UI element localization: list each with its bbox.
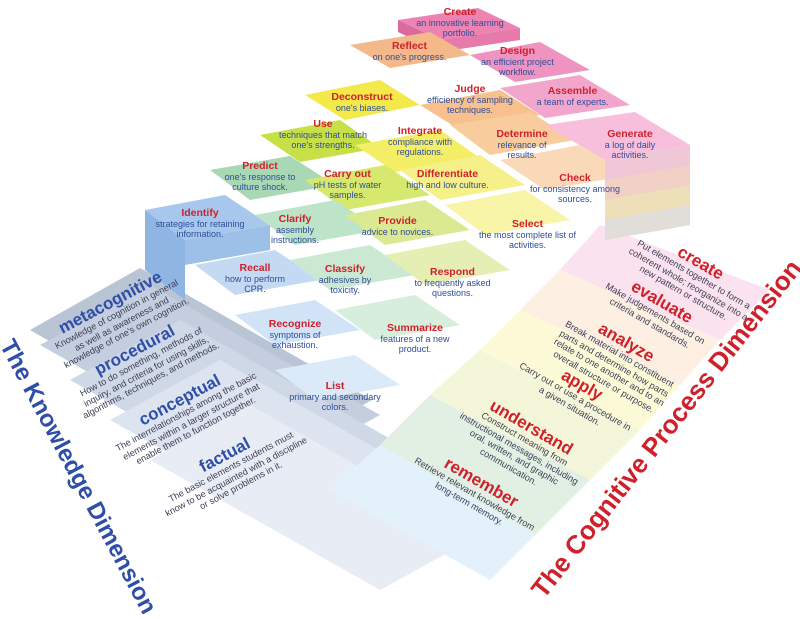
block-verb: Differentiate [416,168,479,180]
block-verb: Generate [607,128,653,140]
block-verb: Classify [324,263,366,275]
block-verb: Reflect [391,40,427,52]
create-panel [560,225,770,340]
block-predict: Predict one's response to culture shock. [210,160,310,193]
block-determine: Determine relevance of results. [482,128,562,161]
block-object: adhesives by toxicity. [318,275,372,296]
block-object: an efficient project workflow. [481,57,554,78]
block-verb: Recall [239,262,271,274]
block-differentiate: Differentiate high and low culture. [405,168,490,190]
block-verb: Create [443,6,477,18]
block-reflect: Reflect on one's progress. [372,40,447,62]
block-object: an innovative learning portfolio. [416,18,504,39]
block-verb: Deconstruct [331,91,393,103]
block-object: symptoms of exhaustion. [269,330,321,351]
block-verb: Identify [181,207,219,219]
block-verb: Check [559,172,591,184]
block-object: advice to novices. [361,227,434,238]
block-integrate: Integrate compliance with regulations. [380,125,460,158]
block-provide: Provide advice to novices. [360,215,435,237]
block-object: a team of experts. [536,97,609,108]
block-object: for consistency among sources. [529,184,621,205]
block-object: on one's progress. [372,52,447,63]
block-verb: Determine [496,128,548,140]
block-design: Design an efficient project workflow. [470,45,565,78]
block-object: compliance with regulations. [387,137,453,158]
block-verb: Provide [378,215,417,227]
block-verb: Integrate [397,125,443,137]
block-object: primary and secondary colors. [289,392,381,413]
block-object: assembly instructions. [270,225,320,246]
block-classify: Classify adhesives by toxicity. [305,263,385,296]
block-object: efficiency of sampling techniques. [427,95,513,116]
block-verb: Use [313,118,333,130]
evaluate-panel [520,270,720,385]
block-verb: Design [499,45,535,57]
block-object: to frequently asked questions. [414,278,491,299]
block-verb: Judge [454,83,486,95]
block-verb: Select [512,218,543,230]
block-select: Select the most complete list of activit… [470,218,585,251]
block-verb: Summarize [386,322,444,334]
block-recall: Recall how to perform CPR. [215,262,295,295]
block-carry-out: Carry out pH tests of water samples. [305,168,390,201]
block-create: Create an innovative learning portfolio. [405,6,515,39]
block-identify: Identify strategies for retaining inform… [150,207,250,240]
block-summarize: Summarize features of a new product. [365,322,465,355]
block-object: the most complete list of activities. [478,230,577,251]
apply-panel [430,350,640,480]
block-respond: Respond to frequently asked questions. [400,266,505,299]
taxonomy-diagram-graphic [30,8,770,590]
block-verb: List [325,380,345,392]
block-object: pH tests of water samples. [313,180,382,201]
block-object: how to perform CPR. [224,274,286,295]
remember-panel [330,445,535,580]
block-check: Check for consistency among sources. [520,172,630,205]
analyze-panel [480,310,680,430]
block-list: List primary and secondary colors. [280,380,390,413]
block-object: one's response to culture shock. [224,172,296,193]
block-verb: Predict [242,160,278,172]
block-verb: Respond [430,266,475,278]
block-verb: Carry out [324,168,371,180]
block-use: Use techniques that match one's strength… [268,118,378,151]
block-verb: Recognize [268,318,322,330]
block-object: one's biases. [335,103,389,114]
block-judge: Judge efficiency of sampling techniques. [420,83,520,116]
block-object: features of a new product. [380,334,450,355]
block-assemble: Assemble a team of experts. [535,85,610,107]
block-verb: Clarify [278,213,312,225]
block-generate: Generate a log of daily activities. [590,128,670,161]
block-object: techniques that match one's strengths. [278,130,368,151]
block-object: a log of daily activities. [604,140,656,161]
understand-panel [380,395,590,535]
block-recognize: Recognize symptoms of exhaustion. [255,318,335,351]
block-deconstruct: Deconstruct one's biases. [322,91,402,113]
block-verb: Assemble [547,85,598,97]
block-object: strategies for retaining information. [155,219,245,240]
block-clarify: Clarify assembly instructions. [255,213,335,246]
block-object: high and low culture. [406,180,489,191]
block-object: relevance of results. [497,140,547,161]
